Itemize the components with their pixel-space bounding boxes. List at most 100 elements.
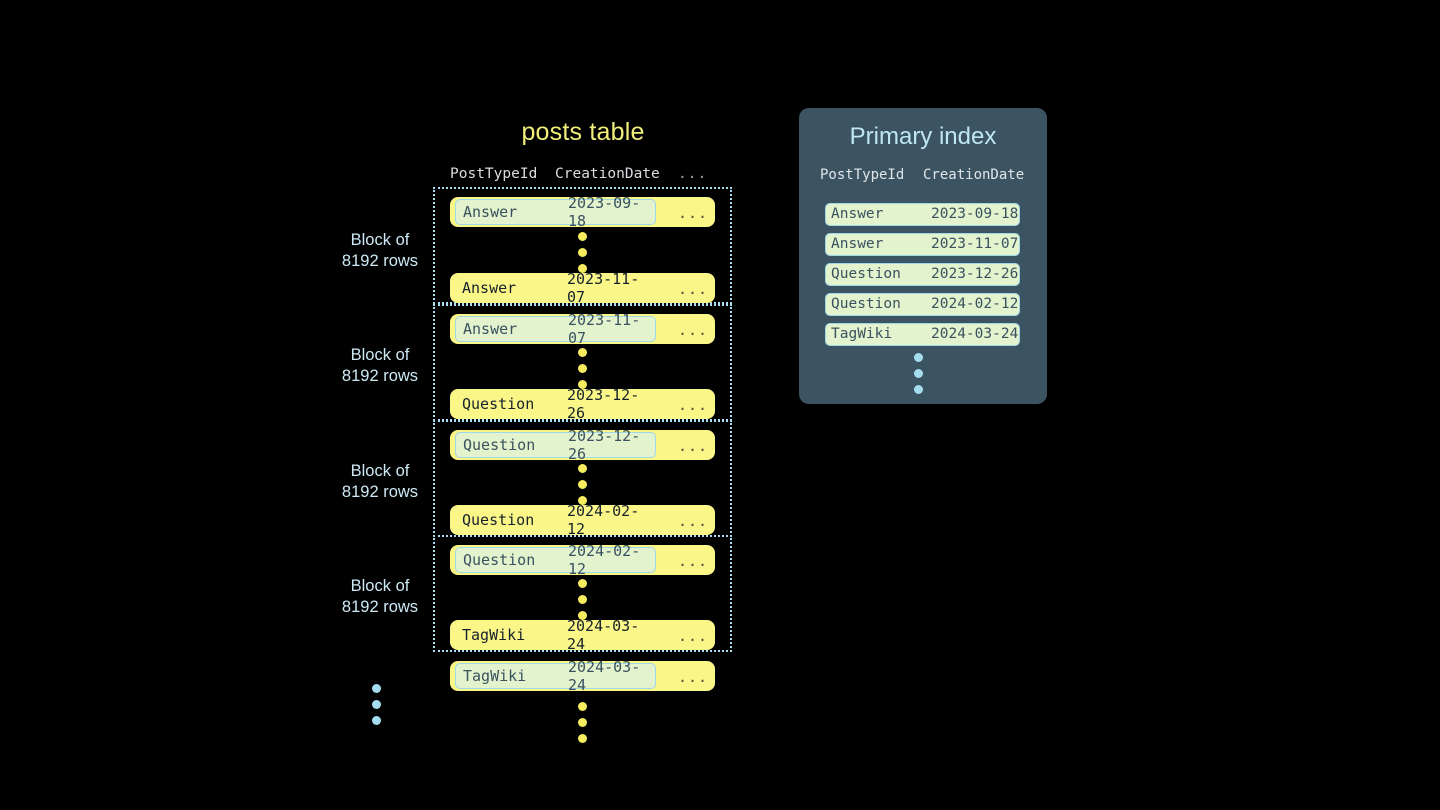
posts-table-column-headers: PostTypeId CreationDate ... <box>433 166 732 188</box>
dot <box>578 232 587 241</box>
dot <box>914 369 923 378</box>
block-label-line1: Block of <box>350 346 410 364</box>
cell-posttypeid: Answer <box>463 320 518 338</box>
cell-creationdate: 2024-02-12 <box>567 502 640 538</box>
cell-ellipsis: ... <box>678 321 709 339</box>
cell-creationdate: 2024-03-24 <box>568 658 641 694</box>
row-key-highlight: Answer 2023-09-18 <box>455 194 656 230</box>
row-key-cells: Question 2023-12-26 <box>455 386 656 422</box>
block-label-line1: Block of <box>350 577 410 595</box>
table-row[interactable]: Question 2024-02-12 ... <box>450 542 715 578</box>
index-ellipsis-dots <box>914 353 923 401</box>
dot <box>578 702 587 711</box>
cell-posttypeid: Question <box>463 436 536 454</box>
dot <box>578 595 587 604</box>
cell-creationdate: 2023-12-26 <box>567 386 640 422</box>
dot <box>372 716 381 725</box>
table-row[interactable]: Question 2023-12-26 ... <box>450 427 715 463</box>
column-header-posttypeid: PostTypeId <box>820 167 905 183</box>
dot <box>372 700 381 709</box>
table-row[interactable]: Answer 2023-11-07 ... <box>450 311 715 347</box>
cell-ellipsis: ... <box>678 204 709 222</box>
block-label-4: Block of 8192 rows <box>330 576 430 618</box>
block-label-line2: 8192 rows <box>341 367 419 385</box>
dot <box>578 718 587 727</box>
block-label-2: Block of 8192 rows <box>330 345 430 387</box>
index-row[interactable]: TagWiki 2024-03-24 <box>825 323 1020 346</box>
row-ellipsis-dots-4 <box>578 579 587 627</box>
cell-creationdate: 2023-12-26 <box>931 266 1019 282</box>
block-label-line2: 8192 rows <box>341 483 419 501</box>
primary-index-panel: Primary index PostTypeId CreationDate An… <box>799 108 1047 404</box>
cell-ellipsis: ... <box>678 552 709 570</box>
dot <box>578 611 587 620</box>
cell-posttypeid: TagWiki <box>831 326 893 342</box>
cell-creationdate: 2024-03-24 <box>567 617 640 653</box>
index-row[interactable]: Question 2024-02-12 <box>825 293 1020 316</box>
cell-creationdate: 2024-03-24 <box>931 326 1019 342</box>
cell-ellipsis: ... <box>678 396 709 414</box>
dot <box>578 348 587 357</box>
cell-posttypeid: Question <box>463 551 536 569</box>
row-key-cells: Answer 2023-11-07 <box>455 270 656 306</box>
cell-creationdate: 2023-09-18 <box>568 194 641 230</box>
dot <box>578 364 587 373</box>
row-ellipsis-dots-5 <box>578 702 587 750</box>
cell-ellipsis: ... <box>678 280 709 298</box>
cell-posttypeid: Answer <box>462 279 517 297</box>
column-header-creationdate: CreationDate <box>555 166 660 182</box>
dot <box>578 480 587 489</box>
block-label-line2: 8192 rows <box>341 598 419 616</box>
cell-creationdate: 2023-11-07 <box>931 236 1019 252</box>
block-label-1: Block of 8192 rows <box>330 230 430 272</box>
posts-table-title: posts table <box>521 118 645 146</box>
column-header-posttypeid: PostTypeId <box>450 166 538 182</box>
row-ellipsis-dots-1 <box>578 232 587 280</box>
cell-posttypeid: TagWiki <box>462 626 526 644</box>
cell-posttypeid: Answer <box>831 206 884 222</box>
block-outline-4 <box>433 535 732 652</box>
dot <box>914 385 923 394</box>
column-header-creationdate: CreationDate <box>923 167 1025 183</box>
row-key-highlight: Question 2023-12-26 <box>455 427 656 463</box>
cell-creationdate: 2023-12-26 <box>568 427 641 463</box>
row-key-highlight: Question 2024-02-12 <box>455 542 656 578</box>
index-row[interactable]: Answer 2023-09-18 <box>825 203 1020 226</box>
row-key-cells: TagWiki 2024-03-24 <box>455 617 656 653</box>
dot <box>578 734 587 743</box>
table-row[interactable]: Answer 2023-11-07 ... <box>450 270 715 306</box>
cell-creationdate: 2023-11-07 <box>568 311 641 347</box>
index-row[interactable]: Answer 2023-11-07 <box>825 233 1020 256</box>
table-row[interactable]: TagWiki 2024-03-24 ... <box>450 617 715 653</box>
primary-index-column-headers: PostTypeId CreationDate <box>799 167 1047 187</box>
block-label-3: Block of 8192 rows <box>330 461 430 503</box>
cell-ellipsis: ... <box>678 437 709 455</box>
dot <box>578 380 587 389</box>
cell-posttypeid: Answer <box>463 203 518 221</box>
column-header-ellipsis: ... <box>678 166 708 182</box>
cell-creationdate: 2024-02-12 <box>568 542 641 578</box>
row-ellipsis-dots-2 <box>578 348 587 396</box>
table-row[interactable]: Question 2023-12-26 ... <box>450 386 715 422</box>
table-row-trailing[interactable]: TagWiki 2024-03-24 ... <box>450 658 715 694</box>
cell-ellipsis: ... <box>678 668 709 686</box>
cell-posttypeid: TagWiki <box>463 667 527 685</box>
dot <box>578 248 587 257</box>
cell-creationdate: 2023-09-18 <box>931 206 1019 222</box>
dot <box>578 579 587 588</box>
block-label-line2: 8192 rows <box>341 252 419 270</box>
cell-ellipsis: ... <box>678 627 709 645</box>
cell-ellipsis: ... <box>678 512 709 530</box>
dot <box>372 684 381 693</box>
primary-index-title: Primary index <box>849 123 997 150</box>
row-key-cells: Question 2024-02-12 <box>455 502 656 538</box>
block-ellipsis-dots <box>372 684 381 732</box>
row-key-highlight: Answer 2023-11-07 <box>455 311 656 347</box>
block-outline-1 <box>433 187 732 304</box>
table-row[interactable]: Question 2024-02-12 ... <box>450 502 715 538</box>
index-row[interactable]: Question 2023-12-26 <box>825 263 1020 286</box>
block-label-line1: Block of <box>350 231 410 249</box>
row-ellipsis-dots-3 <box>578 464 587 512</box>
table-row[interactable]: Answer 2023-09-18 ... <box>450 194 715 230</box>
